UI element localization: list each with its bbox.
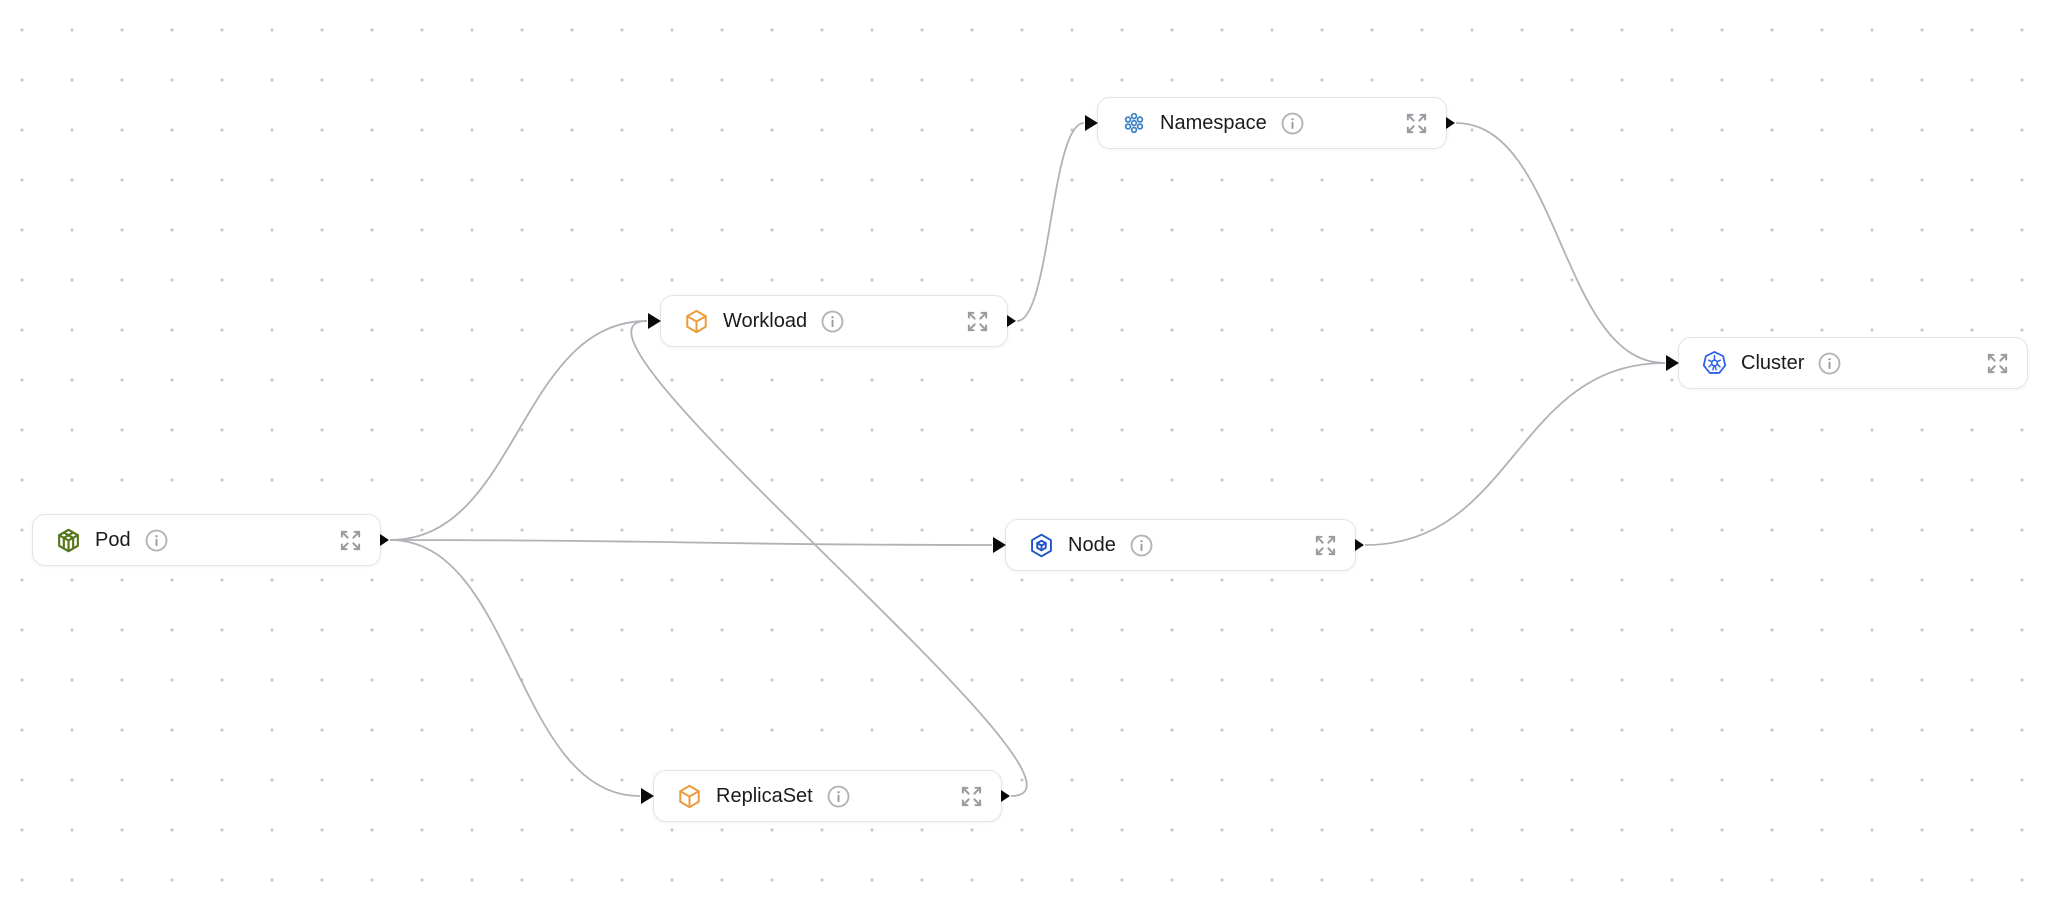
edge-node-to-cluster: [1364, 362, 1666, 546]
cluster-icon: [1701, 350, 1728, 377]
expand-icon[interactable]: [1404, 111, 1428, 135]
info-icon[interactable]: [1817, 351, 1842, 376]
flow-node-workload[interactable]: Workload: [648, 295, 1016, 347]
workload-cube-icon: [683, 308, 710, 335]
expand-icon[interactable]: [959, 784, 983, 808]
edge-pod-to-workload: [389, 320, 648, 541]
node-label: Node: [1068, 533, 1116, 556]
flow-node-node[interactable]: Node: [993, 519, 1364, 571]
flow-node-cluster[interactable]: Cluster: [1666, 337, 2028, 389]
source-handle-arrow[interactable]: [1355, 539, 1364, 551]
source-handle-arrow[interactable]: [1001, 790, 1010, 802]
expand-icon[interactable]: [1313, 533, 1337, 557]
node-icon: [1028, 532, 1055, 559]
target-handle-arrow[interactable]: [993, 537, 1006, 553]
node-label: Pod: [95, 528, 131, 551]
target-handle-arrow[interactable]: [1666, 355, 1679, 371]
info-icon[interactable]: [1280, 111, 1305, 136]
node-label: Cluster: [1741, 351, 1805, 374]
expand-icon[interactable]: [1985, 351, 2009, 375]
edge-namespace-to-cluster: [1455, 122, 1666, 364]
node-label: Workload: [723, 309, 808, 332]
flow-node-namespace[interactable]: Namespace: [1085, 97, 1455, 149]
edge-replicaset-to-workload: [630, 320, 1028, 797]
source-handle-arrow[interactable]: [380, 534, 389, 546]
target-handle-arrow[interactable]: [1085, 115, 1098, 131]
info-icon[interactable]: [820, 309, 845, 334]
node-label: Namespace: [1160, 111, 1267, 134]
info-icon[interactable]: [144, 528, 169, 553]
expand-icon[interactable]: [338, 528, 362, 552]
node-label: ReplicaSet: [716, 784, 813, 807]
source-handle-arrow[interactable]: [1446, 117, 1455, 129]
target-handle-arrow[interactable]: [648, 313, 661, 329]
target-handle-arrow[interactable]: [641, 788, 654, 804]
source-handle-arrow[interactable]: [1007, 315, 1016, 327]
edge-workload-to-namespace: [1016, 122, 1085, 322]
edge-pod-to-replicaset: [389, 539, 641, 797]
info-icon[interactable]: [826, 784, 851, 809]
expand-icon[interactable]: [965, 309, 989, 333]
flow-node-replicaset[interactable]: ReplicaSet: [641, 770, 1010, 822]
flow-node-pod[interactable]: Pod: [32, 514, 389, 566]
info-icon[interactable]: [1129, 533, 1154, 558]
replicaset-cube-icon: [676, 783, 703, 810]
namespace-icon: [1120, 110, 1147, 137]
edge-pod-to-node: [389, 539, 993, 546]
pod-icon: [55, 527, 82, 554]
